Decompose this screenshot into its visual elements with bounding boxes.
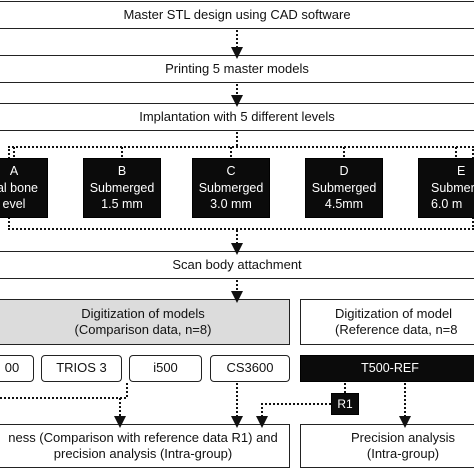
analysis-right-line2: (Intra-group) [366, 446, 440, 461]
scan-body-step-label: Scan body attachment [172, 256, 302, 272]
r1-label: R1 [337, 396, 353, 411]
digitization-comparison-box: Digitization of models (Comparison data,… [0, 299, 290, 345]
scanner-partial-label: 00 [4, 360, 20, 376]
design-step-box: Master STL design using CAD software [0, 1, 474, 29]
analysis-left-box: ness (Comparison with reference data R1)… [0, 424, 290, 468]
analysis-left-line1: ness (Comparison with reference data R1)… [8, 429, 278, 445]
level-c-line1: Submerged [198, 180, 264, 195]
digitization-reference-subtitle: (Reference data, n=8 [335, 322, 458, 337]
implantation-step-label: Implantation with 5 different levels [139, 108, 335, 124]
level-d-box: D Submerged 4.5mm [305, 158, 383, 218]
reference-scanner-box: T500-REF [300, 355, 474, 382]
digitization-reference-box: Digitization of model (Reference data, n… [300, 299, 474, 345]
level-a-line1: ual bone [0, 180, 38, 195]
level-a-box: A ual bone evel [0, 158, 48, 218]
scanner-i500-label: i500 [153, 360, 178, 376]
arrow-r1-to-analysis-left [256, 403, 331, 428]
analysis-left-line2: precision analysis (Intra-group) [53, 446, 233, 461]
level-b-letter: B [117, 163, 127, 178]
level-b-line1: Submerged [89, 180, 155, 195]
level-e-line1: Submer [431, 180, 474, 195]
printing-step-label: Printing 5 master models [165, 60, 309, 76]
level-d-line2: 4.5mm [324, 197, 364, 212]
level-b-line2: 1.5 mm [101, 197, 143, 212]
digitization-reference-title: Digitization of model [335, 305, 453, 321]
level-e-box: E Submer 6.0 m [418, 158, 474, 218]
level-c-letter: C [226, 163, 236, 178]
level-d-line1: Submerged [311, 180, 377, 195]
design-step-label: Master STL design using CAD software [123, 6, 351, 22]
scanner-box-trios3: TRIOS 3 [41, 355, 122, 382]
scanner-trios3-label: TRIOS 3 [56, 360, 107, 376]
digitization-comparison-subtitle: (Comparison data, n=8) [74, 322, 212, 337]
arrow-scanners-to-analysis-left [0, 383, 128, 399]
level-a-line2: evel [2, 197, 26, 212]
level-a-letter: A [9, 163, 19, 178]
level-e-line2: 6.0 m [431, 197, 463, 212]
analysis-right-line1: Precision analysis [351, 429, 456, 445]
r1-label-box: R1 [331, 393, 359, 415]
level-c-box: C Submerged 3.0 mm [192, 158, 270, 218]
scanner-cs3600-label: CS3600 [226, 360, 274, 376]
scanner-box-partial: 00 [0, 355, 34, 382]
digitization-comparison-title: Digitization of models [81, 305, 205, 321]
level-e-letter: E [457, 163, 466, 178]
level-c-line2: 3.0 mm [210, 197, 252, 212]
level-b-box: B Submerged 1.5 mm [83, 158, 161, 218]
level-d-letter: D [339, 163, 349, 178]
scanner-box-cs3600: CS3600 [210, 355, 290, 382]
scanner-box-i500: i500 [129, 355, 202, 382]
reference-scanner-label: T500-REF [361, 361, 419, 376]
analysis-right-box: Precision analysis (Intra-group) [300, 424, 474, 468]
